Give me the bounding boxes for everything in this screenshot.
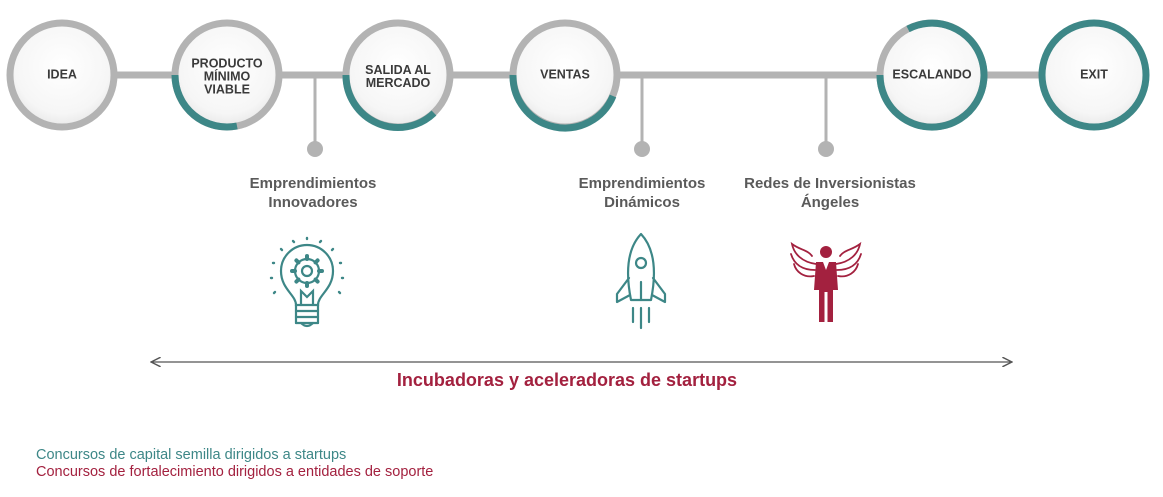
segment-connectors xyxy=(307,75,834,157)
stage-circle-escalando xyxy=(876,19,988,131)
range-label: Incubadoras y aceleradoras de startups xyxy=(396,370,738,390)
legend-seed-capital: Concursos de capital semilla dirigidos a… xyxy=(36,447,347,463)
stage-circle-salida xyxy=(342,19,454,131)
stage-label-ventas: VENTAS xyxy=(540,67,590,82)
segment-label-dinamicos: Emprendimientos Dinámicos xyxy=(578,175,706,211)
stage-label-exit: EXIT xyxy=(1080,67,1108,82)
legend-support-entities: Concursos de fortalecimiento dirigidos a… xyxy=(36,464,434,480)
lightbulb-gear-icon xyxy=(269,236,345,328)
stage-label-escalando: ESCALANDO xyxy=(892,67,972,82)
stage-circle-ventas xyxy=(509,19,621,132)
stage-label-idea: IDEA xyxy=(47,67,77,82)
rocket-icon xyxy=(615,232,667,330)
stage-circle-exit xyxy=(1038,19,1150,131)
stage-circle-idea xyxy=(6,19,118,131)
stage-circle-producto xyxy=(171,19,283,131)
segment-label-angeles: Redes de Inversionistas Ángeles xyxy=(744,175,916,211)
angel-investor-icon xyxy=(790,241,862,322)
stage-label-producto: PRODUCTO MÍNIMO VIABLE xyxy=(191,56,263,97)
stage-label-salida: SALIDA AL MERCADO xyxy=(365,63,431,90)
segment-label-innovadores: Emprendimientos Innovadores xyxy=(249,175,377,211)
legend: Concursos de capital semilla dirigidos a… xyxy=(36,447,433,481)
